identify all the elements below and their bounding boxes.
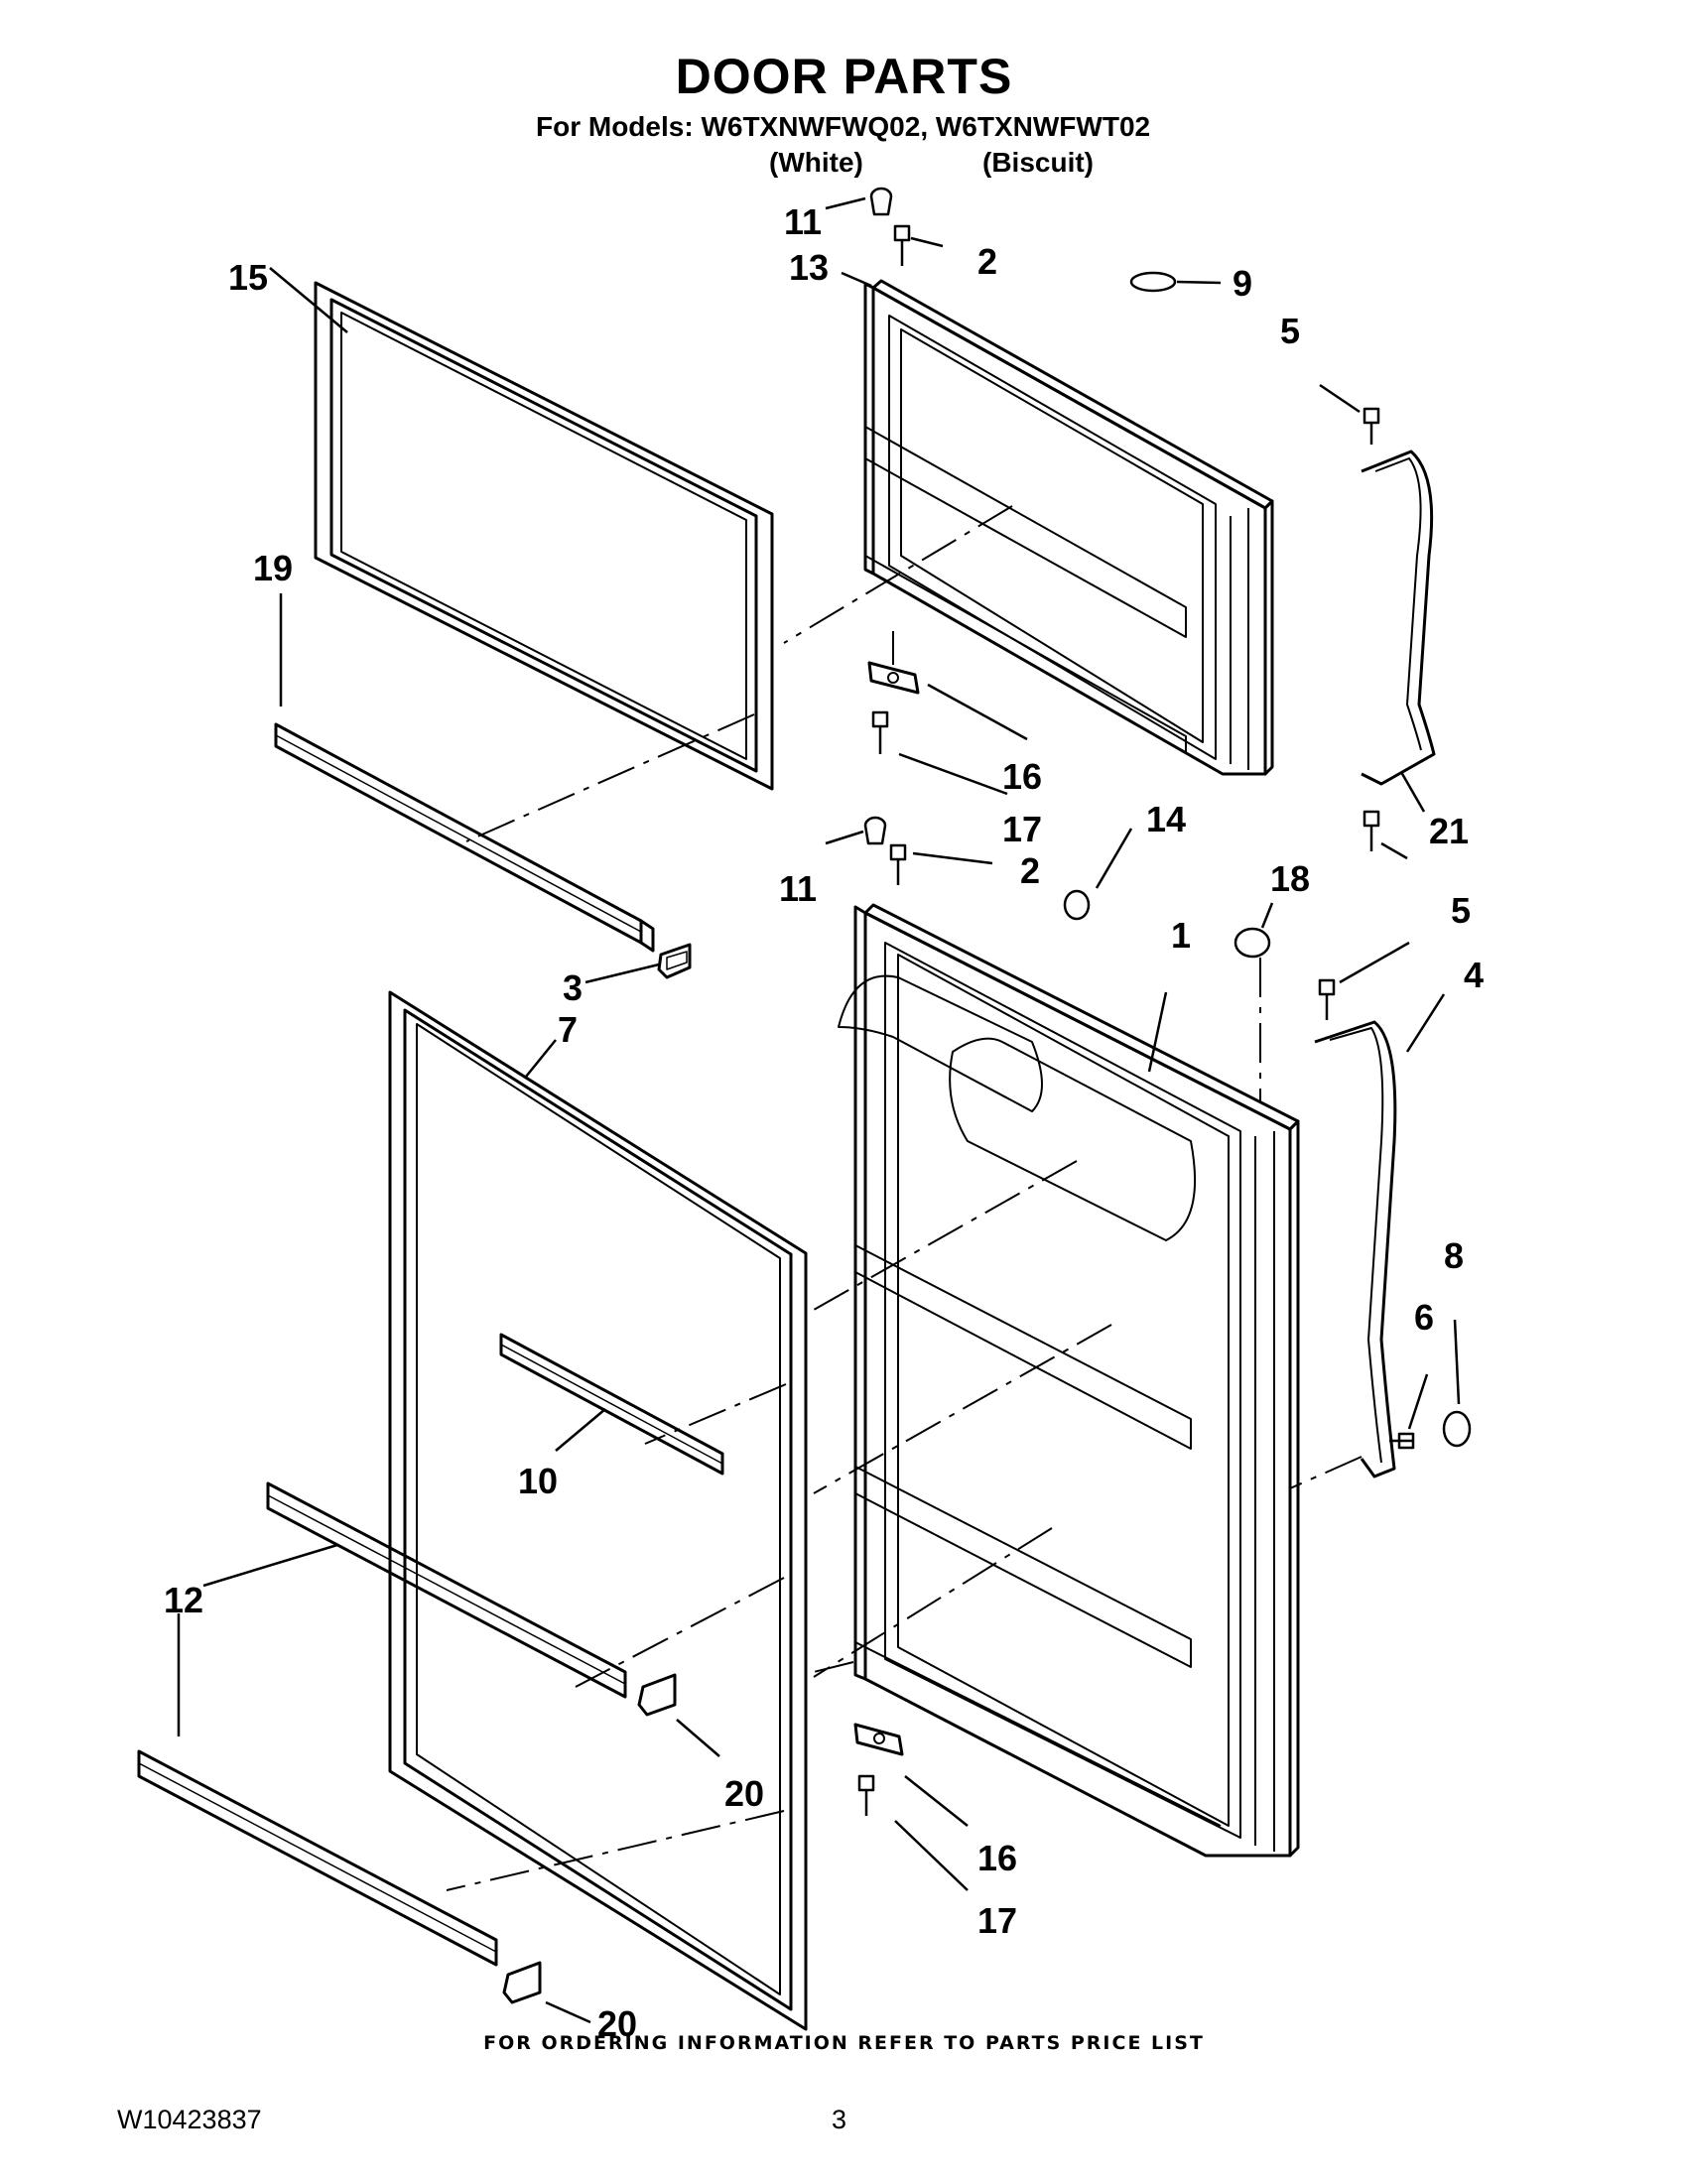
ordering-note: FOR ORDERING INFORMATION REFER TO PARTS … [483,2032,1205,2054]
freezer-door-part [863,279,1274,776]
plugs-and-caps [863,187,1472,1448]
callout-8: 8 [1444,1235,1464,1276]
end-cap-part [657,943,692,979]
callout-20-upper: 20 [724,1773,764,1814]
callout-1: 1 [1171,915,1191,956]
callout-11-upper: 11 [784,201,822,242]
fresh-food-door-part [838,903,1300,1858]
callout-14: 14 [1146,799,1186,839]
screw-fasteners [857,224,1415,1816]
leader-arrows [177,196,1461,2024]
callout-12: 12 [164,1580,203,1620]
callout-2-upper: 2 [977,241,997,282]
callout-4: 4 [1464,955,1484,995]
callout-9: 9 [1233,263,1252,304]
end-cap-lower-part [502,1673,677,2004]
freezer-handle-part [1361,450,1436,786]
models-subtitle: For Models: W6TXNWFWQ02, W6TXNWFWT02 [536,111,1151,142]
color-label-white: (White) [769,147,863,178]
callout-19: 19 [253,548,293,588]
callout-21: 21 [1429,811,1469,851]
callout-numbers: 15 19 11 13 2 9 5 21 16 17 11 2 14 18 5 … [164,201,1484,2044]
callout-6: 6 [1414,1297,1434,1338]
shelf-rail-upper-part [266,1481,627,1699]
callout-17-lower: 17 [977,1900,1017,1941]
callout-18: 18 [1270,858,1310,899]
shelf-rail-lower-part [137,1749,498,1967]
freezer-gasket-part [314,281,774,791]
document-number: W10423837 [117,2105,262,2134]
hinge-upper-part [867,661,920,695]
callout-2-lower: 2 [1020,850,1040,891]
fresh-food-gasket-part [388,990,808,2031]
callout-10: 10 [518,1461,558,1501]
hinge-lower-part [853,1723,904,1756]
door-rail-part [499,1333,724,1476]
callout-16-upper: 16 [1002,756,1042,797]
callout-15: 15 [228,257,268,298]
callout-7: 7 [558,1009,578,1050]
callout-5-lower: 5 [1451,890,1471,931]
callout-11-lower: 11 [779,868,817,909]
fresh-food-handle-part [1314,1020,1397,1478]
page-title: DOOR PARTS [675,49,1013,104]
color-label-biscuit: (Biscuit) [982,147,1094,178]
callout-13: 13 [789,247,829,288]
freezer-rail-part [274,722,655,953]
callout-5-upper: 5 [1280,311,1300,351]
callout-20-lower: 20 [597,2003,637,2044]
callout-17-upper: 17 [1002,809,1042,849]
page-number: 3 [832,2105,847,2134]
callout-3: 3 [563,967,583,1008]
callout-16-lower: 16 [977,1838,1017,1878]
alignment-lines [446,505,1363,1891]
